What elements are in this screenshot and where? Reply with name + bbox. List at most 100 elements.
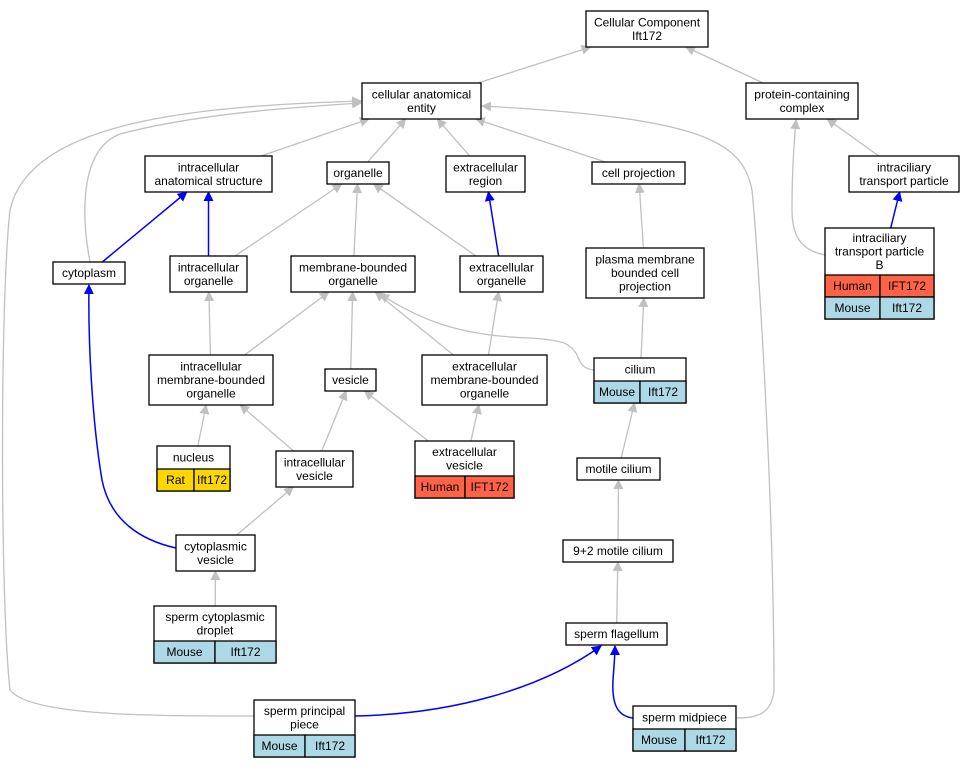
node-m92[interactable]: 9+2 motile cilium [562,539,674,563]
gene-cell [684,728,737,752]
node-label-line: piece [290,717,319,731]
node-label-line: membrane-bounded [157,373,265,387]
node-label-line: intraciliary [877,160,931,174]
node-label-line: region [469,174,502,188]
node-label-line: intracellular [284,455,345,469]
species-cell-label: Mouse [261,739,297,753]
node-label-line: membrane-bounded [430,373,538,387]
gene-cell-label: IFT172 [470,480,508,494]
edge-cv-to-iv [236,486,295,536]
node-label-line: projection [619,280,671,294]
edge-pcc-to-root [684,46,764,84]
node-label-line: motile cilium [585,462,651,476]
gene-cell-label: IFT172 [888,279,926,293]
gene-cell [193,468,231,492]
node-box [848,155,960,193]
node-box [290,255,416,293]
gene-cell-label: Ift172 [315,739,345,753]
gene-cell [464,475,515,499]
node-label-line: nucleus [173,451,214,465]
edge-smp-to-cae [481,101,775,719]
node-cytoplasm[interactable]: cytoplasm [52,261,126,285]
node-label-line: cellular anatomical [372,87,471,101]
node-box [565,622,668,646]
node-motile[interactable]: motile cilium [576,457,661,481]
node-label-line: cilium [625,363,656,377]
edge-organelle-to-cae [367,118,407,163]
edge-cilium-to-pmbcp [638,297,649,359]
node-box [445,155,526,193]
gene-cell [639,380,687,404]
node-box [52,261,126,285]
node-sf[interactable]: sperm flagellum [565,622,668,646]
node-label-line: organelle [460,387,510,401]
gene-cell [304,734,356,758]
edge-eco-to-ecr [484,191,500,257]
node-label-line: vesicle [296,469,333,483]
gene-cell [879,296,935,320]
edge-cytoplasm-to-ias [101,191,188,263]
node-label-line: organelle [186,387,236,401]
species-cell-label: Mouse [599,385,635,399]
edge-cellproj-to-cae [474,117,606,163]
node-label-line: B [875,258,883,272]
node-box [169,255,248,293]
node-organelle[interactable]: organelle [326,161,390,185]
node-label-line: bounded cell [611,266,679,280]
edge-imbo-to-io [204,291,215,356]
edge-motile-to-cilium [620,402,638,459]
node-label-line: membrane-bounded [299,260,407,274]
edge-itpb-to-pcc [790,119,826,256]
species-cell-label: Mouse [166,645,202,659]
node-label-line: organelle [333,166,383,180]
node-vesicle[interactable]: vesicle [324,368,377,392]
node-box [148,354,274,406]
node-label-line: sperm flagellum [574,627,659,641]
node-box [585,247,705,299]
gene-cell-label: Ift172 [648,385,678,399]
edge-cytoplasm-to-cae [84,98,362,263]
gene-cell [214,640,277,664]
node-label-line: intracellular [178,260,239,274]
edge-nucleus-to-imbo [197,404,210,447]
node-label-line: cytoplasmic [184,539,247,553]
node-cellproj[interactable]: cell projection [591,161,686,185]
node-label-line: vesicle [332,373,369,387]
node-box [591,161,686,185]
node-label-line: Ift172 [632,29,662,43]
edge-ecr-to-cae [436,118,471,157]
node-label-line: organelle [184,274,234,288]
node-box [326,161,390,185]
node-label-line: sperm cytoplasmic [165,610,264,624]
node-label-line: vesicle [446,458,483,472]
node-box [562,539,674,563]
node-box [745,82,859,120]
species-cell-label: Mouse [834,301,870,315]
node-label-line: anatomical structure [154,174,262,188]
species-cell-label: Human [833,279,872,293]
edge-imbo-to-mbo [244,291,330,356]
